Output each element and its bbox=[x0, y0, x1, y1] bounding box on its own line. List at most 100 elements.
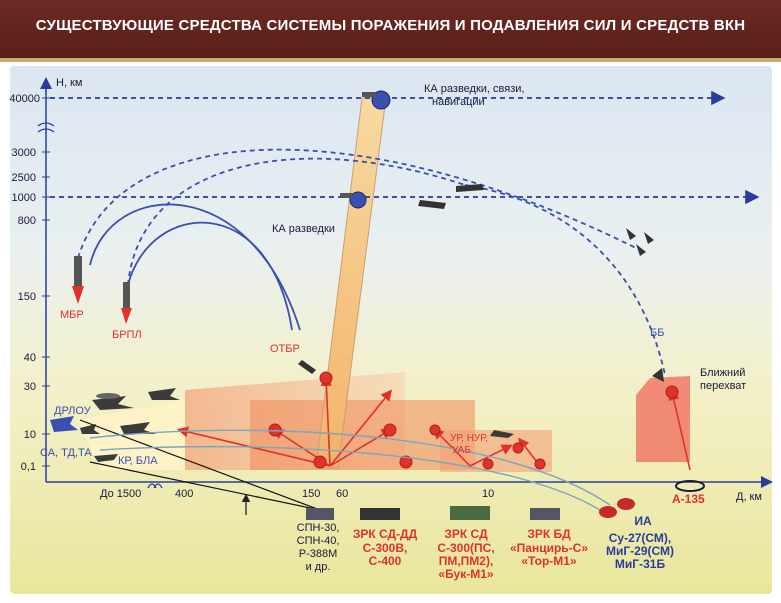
mbr-missile-icon bbox=[74, 256, 82, 286]
ia-aircraft-icon bbox=[617, 498, 635, 510]
title-underline bbox=[0, 58, 781, 62]
satellite-icon bbox=[349, 191, 367, 209]
burst-icon bbox=[482, 458, 494, 470]
ta-aircraft-icon bbox=[50, 416, 78, 432]
page-title: СУЩЕСТВУЮЩИЕ СРЕДСТВА СИСТЕМЫ ПОРАЖЕНИЯ … bbox=[35, 17, 746, 34]
x-axis-label: Д, км bbox=[736, 491, 762, 503]
zone-sd bbox=[250, 400, 475, 470]
ia-label: ИА bbox=[634, 514, 652, 528]
zrk-sd-title: ЗРК СД bbox=[444, 527, 488, 541]
ur-nur-uab-label: УР, НУР, УАБ bbox=[450, 433, 491, 456]
cruise-missile-icon bbox=[94, 454, 118, 462]
otbr-label: ОТБР bbox=[270, 343, 300, 355]
drlo-label: ДРЛОУ bbox=[54, 405, 92, 417]
zrk-sd-dd-systems: С-300В, С-400 bbox=[362, 541, 408, 568]
orbit-lines bbox=[50, 90, 760, 205]
mbr-trajectory bbox=[77, 148, 641, 259]
ia-aircraft-label: Су-27(СМ), МиГ-29(СМ) МиГ-31Б bbox=[605, 531, 674, 571]
satellites bbox=[340, 90, 391, 209]
satellite-panel-icon bbox=[362, 92, 376, 97]
axis-breaks bbox=[37, 122, 163, 489]
burst-icon bbox=[665, 385, 679, 399]
title-bar: СУЩЕСТВУЮЩИЕ СРЕДСТВА СИСТЕМЫ ПОРАЖЕНИЯ … bbox=[0, 0, 781, 58]
satellite-panel-icon bbox=[340, 193, 352, 198]
jet-aircraft-icon bbox=[148, 388, 180, 400]
bb-icon bbox=[652, 368, 664, 382]
brpl-missile-icon bbox=[123, 282, 130, 308]
near-intercept-label: Ближний перехват bbox=[700, 367, 748, 392]
burst-icon bbox=[512, 442, 524, 454]
zrk-sd-systems: С-300(ПС, ПМ,ПМ2), «Бук-М1» bbox=[437, 541, 495, 581]
bb-descent bbox=[464, 184, 666, 376]
ka-top-line: навигации bbox=[432, 96, 485, 108]
zrk-sd-dd-title: ЗРК СД-ДД bbox=[352, 527, 418, 541]
burst-icon bbox=[383, 423, 397, 437]
ground-units bbox=[306, 480, 705, 520]
x-tick: До 1500 bbox=[100, 488, 141, 500]
y-tick: 3000 bbox=[12, 147, 36, 159]
a135-radar-icon bbox=[675, 480, 705, 492]
y-tick: 0,1 bbox=[21, 461, 36, 473]
burst-icon bbox=[313, 455, 327, 469]
ia-aircraft-icon bbox=[599, 506, 617, 518]
x-tick: 150 bbox=[302, 488, 320, 500]
burst-icon bbox=[429, 424, 441, 436]
aircraft bbox=[50, 388, 514, 462]
y-tick: 150 bbox=[18, 291, 36, 303]
mbr-label: МБР bbox=[60, 309, 84, 321]
x-tick: 10 bbox=[482, 488, 494, 500]
radome-icon bbox=[96, 393, 120, 399]
bb-label: ББ bbox=[650, 327, 664, 339]
satellite-icon bbox=[371, 90, 391, 110]
otbr-missile-icon bbox=[298, 360, 316, 374]
flame-icon bbox=[72, 286, 84, 304]
axes bbox=[40, 77, 773, 488]
interceptor-lines bbox=[176, 374, 691, 471]
warhead-icon bbox=[636, 244, 646, 256]
ia-lines bbox=[89, 429, 611, 511]
jet-aircraft-icon bbox=[120, 422, 156, 434]
y-tick: 800 bbox=[18, 215, 36, 227]
s300ps-vehicle-icon bbox=[450, 506, 490, 520]
zrk-bd-systems: «Панцирь-С» «Тор-М1» bbox=[509, 541, 589, 568]
sa-td-ta-label: СА, ТД,ТА bbox=[40, 447, 92, 459]
brpl-label: БРПЛ bbox=[112, 329, 142, 341]
awacs-aircraft-icon bbox=[92, 396, 134, 410]
y-tick-labels: 40000 3000 2500 1000 800 150 40 30 10 0,… bbox=[9, 93, 40, 473]
spn-vehicle-icon bbox=[306, 508, 334, 520]
x-tick-labels: До 1500 400 150 60 10 bbox=[100, 488, 494, 500]
missiles bbox=[72, 184, 664, 382]
y-tick: 10 bbox=[24, 429, 36, 441]
flame-icon bbox=[121, 308, 132, 324]
zone-near-intercept bbox=[636, 376, 690, 462]
brpl-trajectory bbox=[127, 157, 466, 286]
trajectories bbox=[77, 148, 666, 376]
ka-top-line: КА разведки, связи, bbox=[424, 83, 524, 95]
spn-label: СПН-30, СПН-40, Р-388М и др. bbox=[296, 522, 340, 573]
ur-missile-icon bbox=[490, 430, 514, 438]
y-tick: 1000 bbox=[12, 192, 36, 204]
y-tick: 30 bbox=[24, 381, 36, 393]
a135-label: А-135 bbox=[672, 492, 705, 506]
drone-icon bbox=[80, 424, 100, 434]
s300-vehicle-icon bbox=[360, 508, 400, 520]
burst-icon bbox=[399, 455, 413, 469]
y-axis-label: Н, км bbox=[56, 77, 82, 89]
ka-recon-label: КА разведки bbox=[272, 223, 335, 235]
y-tick: 40 bbox=[24, 352, 36, 364]
diagram-panel bbox=[10, 66, 772, 594]
warhead-icon bbox=[418, 200, 446, 209]
kr-bla-label: КР, БЛА bbox=[118, 455, 158, 467]
x-tick: 60 bbox=[336, 488, 348, 500]
y-tick: 2500 bbox=[12, 172, 36, 184]
otbr-arc-2 bbox=[127, 221, 293, 331]
burst-icon bbox=[319, 371, 333, 385]
burst-icon bbox=[534, 458, 546, 470]
y-ticks bbox=[42, 97, 50, 467]
zone-left-light bbox=[78, 400, 185, 470]
pantsir-vehicle-icon bbox=[530, 508, 560, 520]
x-tick: 400 bbox=[175, 488, 193, 500]
intercept-bursts bbox=[268, 371, 679, 470]
zrk-bd-title: ЗРК БД bbox=[527, 527, 571, 541]
